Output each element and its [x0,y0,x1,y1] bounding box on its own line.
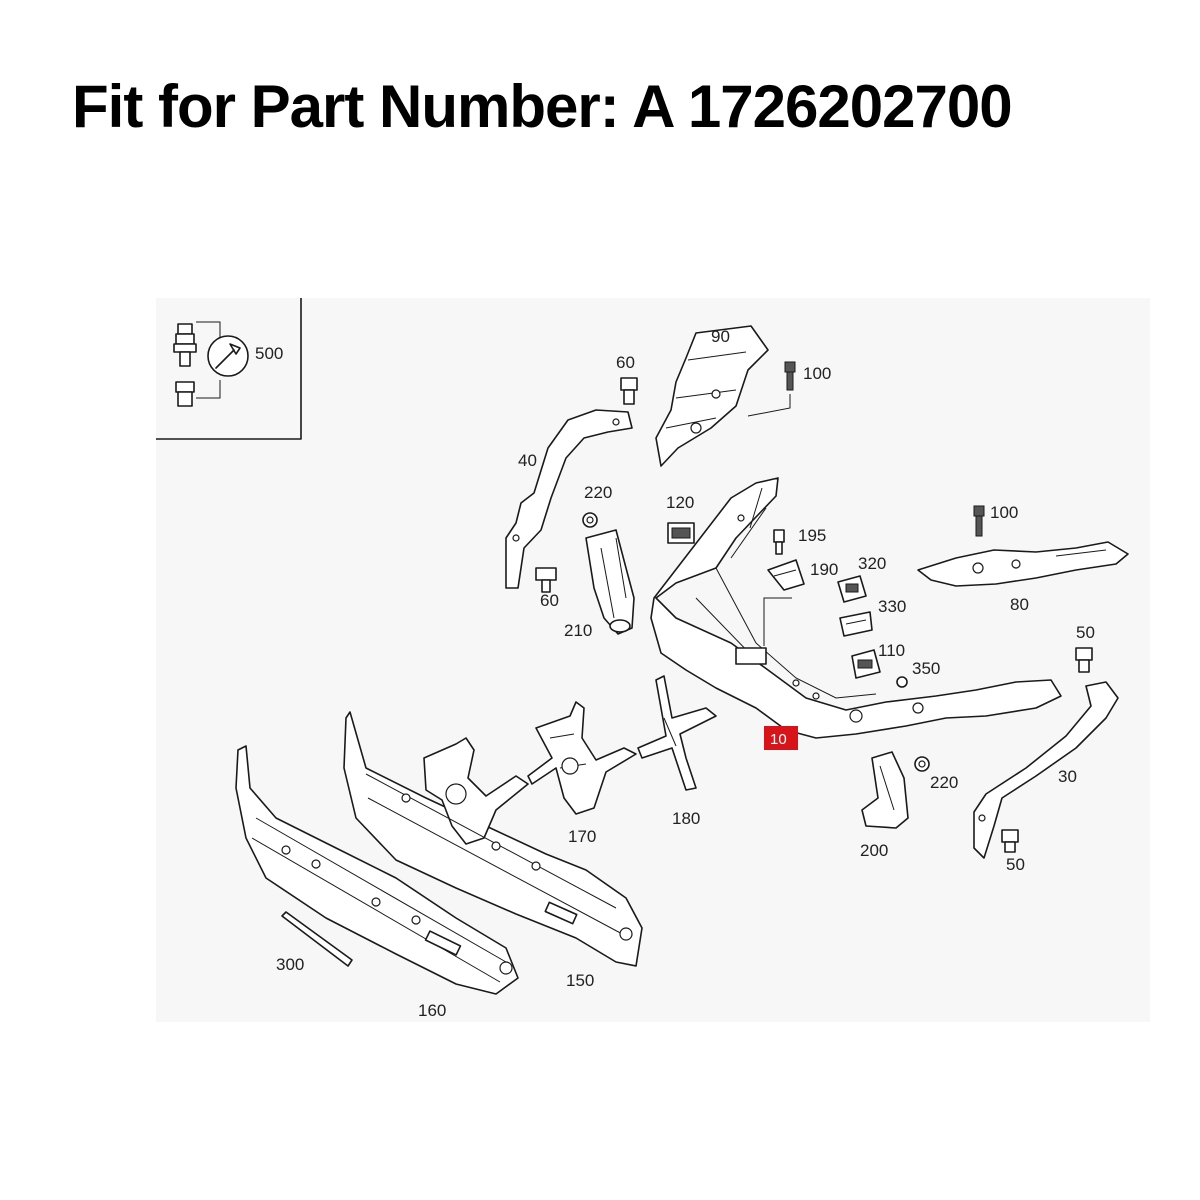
part-200-bracket [861,751,909,829]
callout-320: 320 [858,554,886,573]
part-110-clip [851,649,881,679]
callout-10: 10 [770,731,787,748]
callout-100-right: 100 [990,503,1018,522]
part-350-grommet [896,676,908,688]
callout-120: 120 [666,493,694,512]
bolt-50-top [1075,647,1093,673]
part-90-bracket [655,325,769,467]
part-190-bracket [767,559,805,591]
callout-300: 300 [276,955,304,974]
part-120-clip [667,522,695,544]
callout-150: 150 [566,971,594,990]
callout-30: 30 [1058,767,1077,786]
part-170-bracket [527,701,637,815]
nut-220-left [582,512,598,528]
callout-50-bottom: 50 [1006,855,1025,874]
callout-350: 350 [912,659,940,678]
part-10-front-carrier [650,477,1062,739]
callout-220-right: 220 [930,773,958,792]
callout-200: 200 [860,841,888,860]
callout-10-highlight [764,726,798,750]
callout-60-top: 60 [616,353,635,372]
part-80-cover [917,541,1129,587]
callout-160: 160 [418,1001,446,1020]
part-300-seal [281,911,353,967]
callout-60-left: 60 [540,591,559,610]
callout-40: 40 [518,451,537,470]
callout-330: 330 [878,597,906,616]
callout-180: 180 [672,809,700,828]
callout-100-top: 100 [803,364,831,383]
bolt-100-top [747,361,796,417]
bolt-60-top [620,377,638,405]
callout-220-left: 220 [584,483,612,502]
bolt-60-left [535,567,557,593]
page-heading: Fit for Part Number: A 1726202700 [72,73,1013,140]
callout-210: 210 [564,621,592,640]
bolt-50-bottom [1001,829,1019,853]
part-160-crossmember [235,745,519,995]
part-210-bracket [585,529,635,635]
nut-220-right [914,756,930,772]
callout-190: 190 [810,560,838,579]
part-180-bracket [637,675,717,791]
part-320-clip [837,575,867,603]
part-330-clip [839,611,873,637]
part-150-crossmember [343,711,643,967]
bolt-195 [773,529,785,555]
parts-diagram: 500 90 100 60 40 60 220 [156,298,1150,1022]
callout-90: 90 [711,327,730,346]
callout-500: 500 [255,344,283,363]
part-40-strut [505,409,633,589]
callout-50-top: 50 [1076,623,1095,642]
wrench-icon [207,335,249,377]
callout-110: 110 [878,641,905,660]
fastener-kit-inset [156,298,302,440]
callout-170: 170 [568,827,596,846]
callout-195: 195 [798,526,826,545]
part-30-strut [973,681,1119,859]
exploded-parts-drawing: 500 90 100 60 40 60 220 [156,298,1129,1020]
bolt-100-right [973,505,985,537]
callout-80: 80 [1010,595,1029,614]
